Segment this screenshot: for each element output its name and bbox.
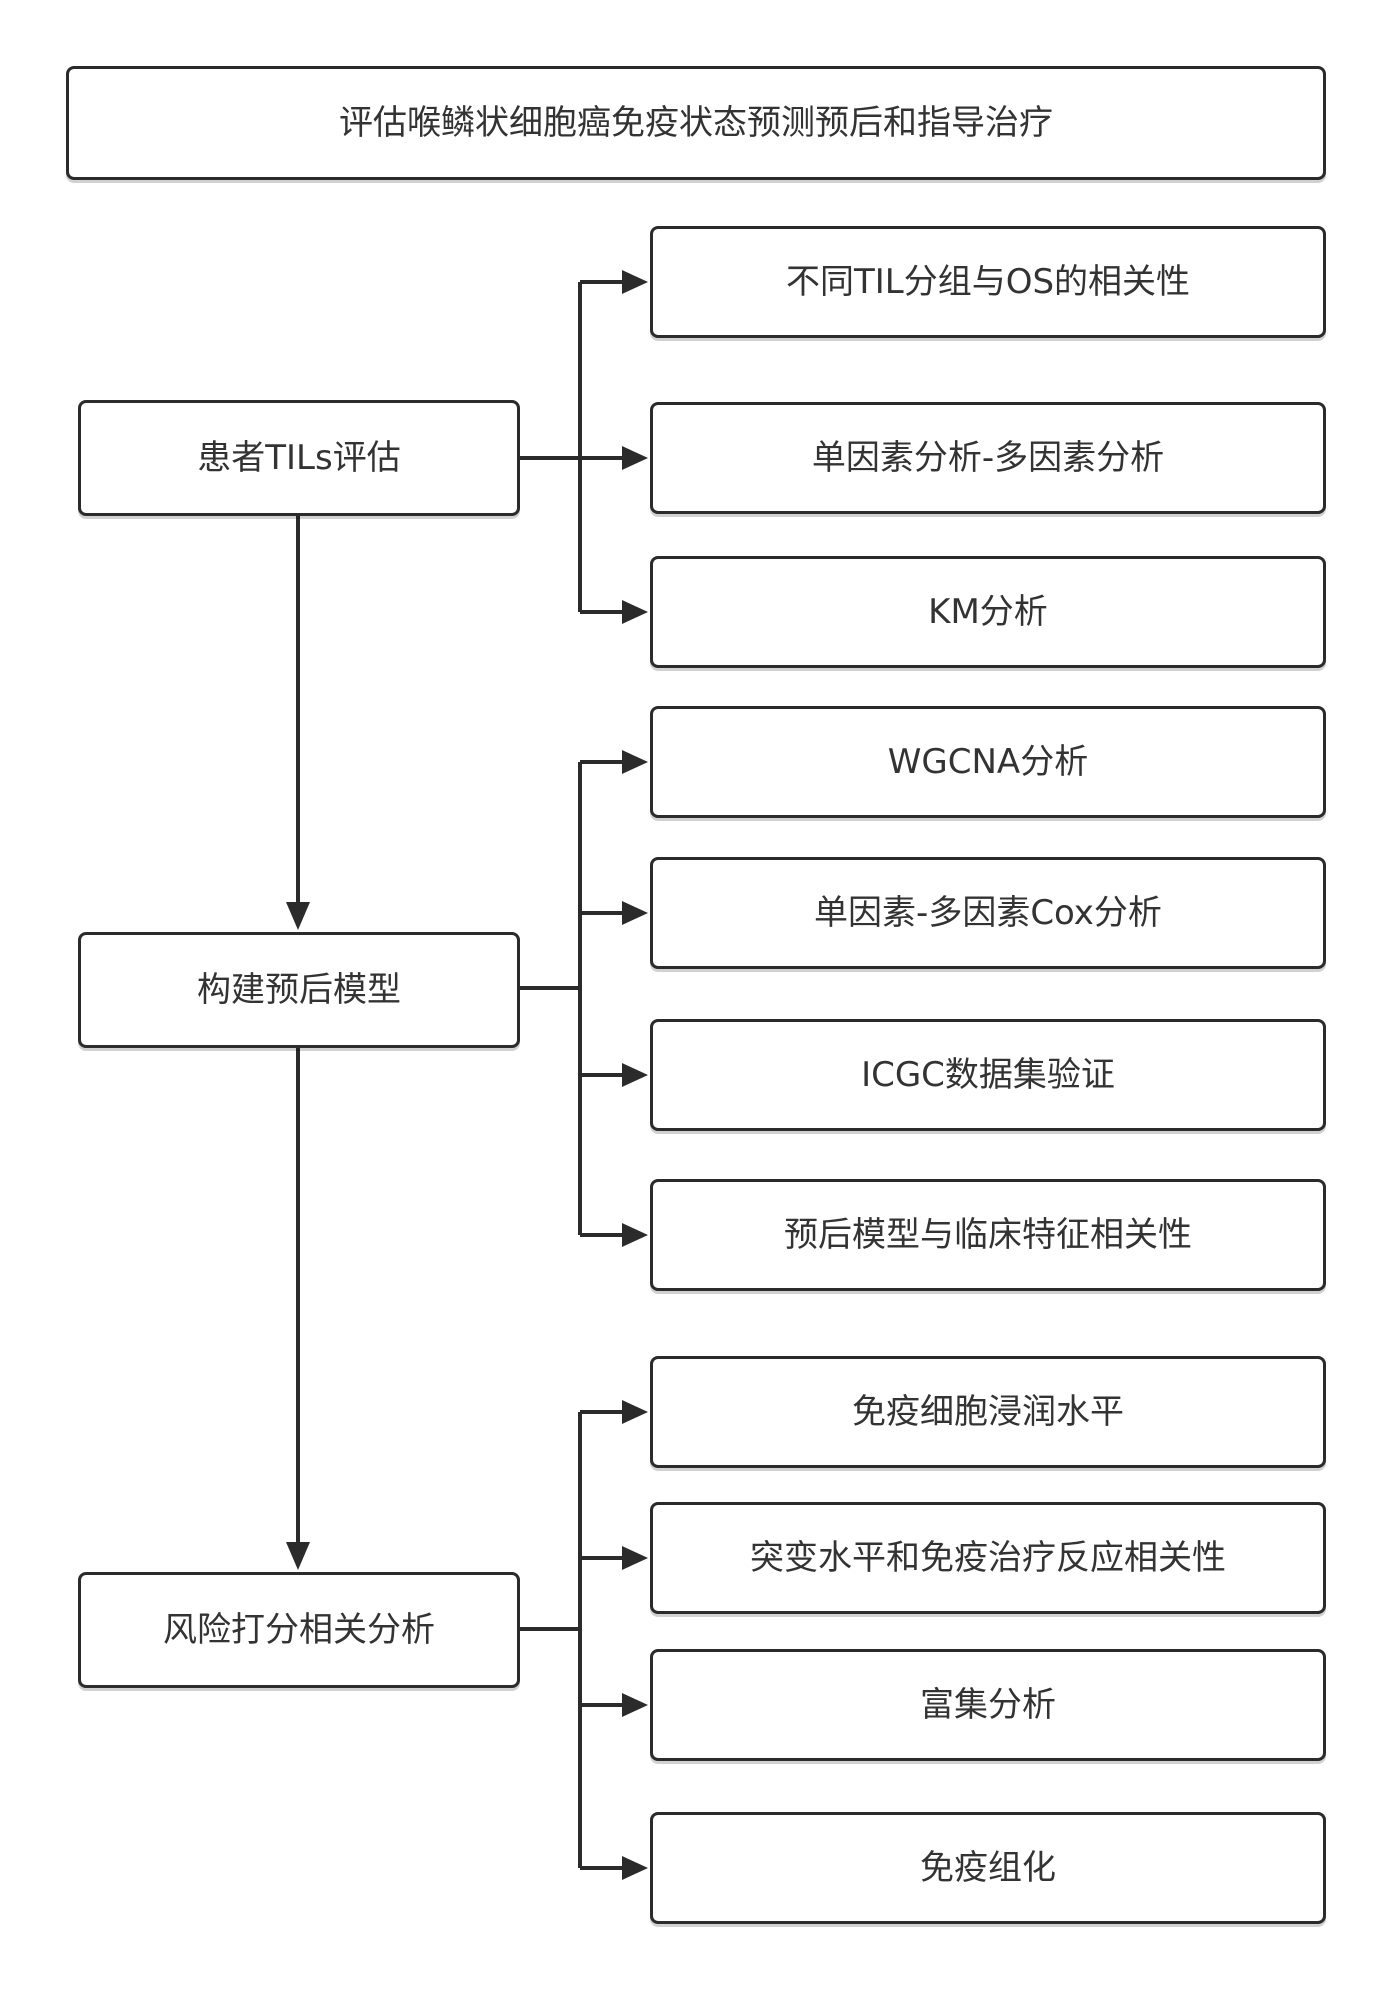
- stage-label: 构建预后模型: [197, 969, 401, 1010]
- step-label: 富集分析: [920, 1684, 1056, 1725]
- step-node: 免疫组化: [650, 1812, 1326, 1924]
- arrowhead: [622, 446, 648, 470]
- step-node: ICGC数据集验证: [650, 1019, 1326, 1131]
- stage-node-model: 构建预后模型: [78, 932, 520, 1048]
- step-node: 突变水平和免疫治疗反应相关性: [650, 1502, 1326, 1614]
- arrowhead: [622, 750, 648, 774]
- step-node: 单因素-多因素Cox分析: [650, 857, 1326, 969]
- step-label: KM分析: [928, 591, 1048, 632]
- step-node: 免疫细胞浸润水平: [650, 1356, 1326, 1468]
- step-label: 单因素分析-多因素分析: [811, 437, 1165, 478]
- stage-label: 患者TILs评估: [197, 437, 401, 478]
- arrowhead: [622, 901, 648, 925]
- arrowhead: [622, 1546, 648, 1570]
- stage-label: 风险打分相关分析: [163, 1609, 435, 1650]
- arrowhead: [622, 600, 648, 624]
- step-label: 预后模型与临床特征相关性: [784, 1214, 1192, 1255]
- step-label: 单因素-多因素Cox分析: [814, 892, 1162, 933]
- step-node: 不同TIL分组与OS的相关性: [650, 226, 1326, 338]
- arrowhead: [622, 1400, 648, 1424]
- step-node: WGCNA分析: [650, 706, 1326, 818]
- step-label: 不同TIL分组与OS的相关性: [785, 261, 1191, 302]
- arrowhead: [622, 1063, 648, 1087]
- step-node: KM分析: [650, 556, 1326, 668]
- step-label: WGCNA分析: [887, 741, 1089, 782]
- step-label: 免疫组化: [920, 1847, 1056, 1888]
- arrowhead: [286, 902, 310, 930]
- arrowhead: [622, 1693, 648, 1717]
- arrowhead: [622, 270, 648, 294]
- stage-node-tils: 患者TILs评估: [78, 400, 520, 516]
- diagram-title: 评估喉鳞状细胞癌免疫状态预测预后和指导治疗: [339, 102, 1053, 143]
- step-node: 预后模型与临床特征相关性: [650, 1179, 1326, 1291]
- step-node: 富集分析: [650, 1649, 1326, 1761]
- arrowhead: [622, 1223, 648, 1247]
- step-label: 突变水平和免疫治疗反应相关性: [750, 1537, 1226, 1578]
- arrowhead: [286, 1542, 310, 1570]
- arrowhead: [622, 1856, 648, 1880]
- stage-node-risk: 风险打分相关分析: [78, 1572, 520, 1688]
- step-node: 单因素分析-多因素分析: [650, 402, 1326, 514]
- diagram-title-box: 评估喉鳞状细胞癌免疫状态预测预后和指导治疗: [66, 66, 1326, 180]
- step-label: 免疫细胞浸润水平: [852, 1391, 1124, 1432]
- step-label: ICGC数据集验证: [861, 1054, 1115, 1095]
